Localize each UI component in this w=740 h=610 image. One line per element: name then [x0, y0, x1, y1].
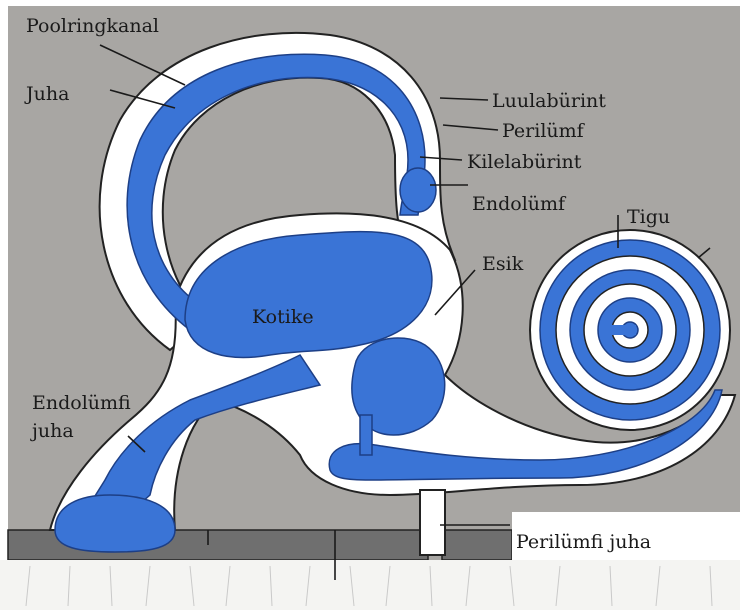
label-endolumf: Endolümf	[472, 193, 567, 215]
label-endolumfi-juha-line2: juha	[30, 420, 74, 442]
frame-left	[0, 0, 8, 610]
label-perilumfi-juha: Perilümfi juha	[516, 531, 651, 553]
cochlea-spiral	[540, 240, 720, 420]
label-poolringkanal: Poolringkanal	[26, 15, 159, 37]
label-esik: Esik	[482, 253, 524, 275]
label-tigu: Tigu	[627, 206, 670, 228]
label-perilumf: Perilümf	[502, 120, 586, 142]
label-juha: Juha	[24, 83, 69, 105]
ductus-reuniens	[360, 415, 372, 455]
label-kilelaburint: Kilelabürint	[467, 151, 582, 173]
label-endolumfi-juha-line1: Endolümfi	[32, 392, 131, 414]
ampulla	[400, 168, 436, 212]
endolymphatic-sac	[55, 495, 175, 552]
bone-floor-right	[442, 530, 512, 560]
label-kotike: Kotike	[252, 306, 314, 328]
frame-top	[0, 0, 740, 6]
perilymph-duct	[420, 490, 445, 555]
label-luulaburint: Luulabürint	[492, 90, 606, 112]
